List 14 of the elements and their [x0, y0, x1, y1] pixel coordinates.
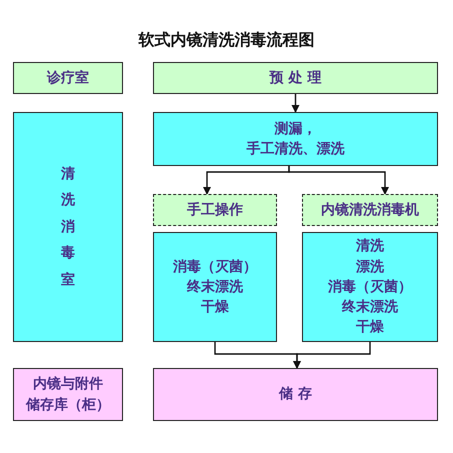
room-box: 清洗消毒室	[13, 112, 123, 342]
arrow	[292, 94, 300, 113]
arrow	[288, 166, 389, 195]
process-box: 手工操作	[153, 194, 277, 226]
room-box: 诊疗室	[13, 62, 123, 94]
process-box: 消毒（灭菌） 终末漂洗 干燥	[153, 232, 277, 342]
arrow	[293, 342, 371, 369]
process-box: 储 存	[153, 368, 438, 421]
process-box: 预 处 理	[153, 62, 438, 94]
diagram-title: 软式内镜清洗消毒流程图	[137, 30, 316, 51]
process-box: 内镜清洗消毒机	[302, 194, 438, 226]
room-box: 内镜与附件 储存库（柜）	[13, 368, 123, 421]
process-box: 测漏， 手工清洗、漂洗	[153, 112, 438, 166]
process-box: 清洗 漂洗 消毒（灭菌） 终末漂洗 干燥	[302, 232, 438, 342]
